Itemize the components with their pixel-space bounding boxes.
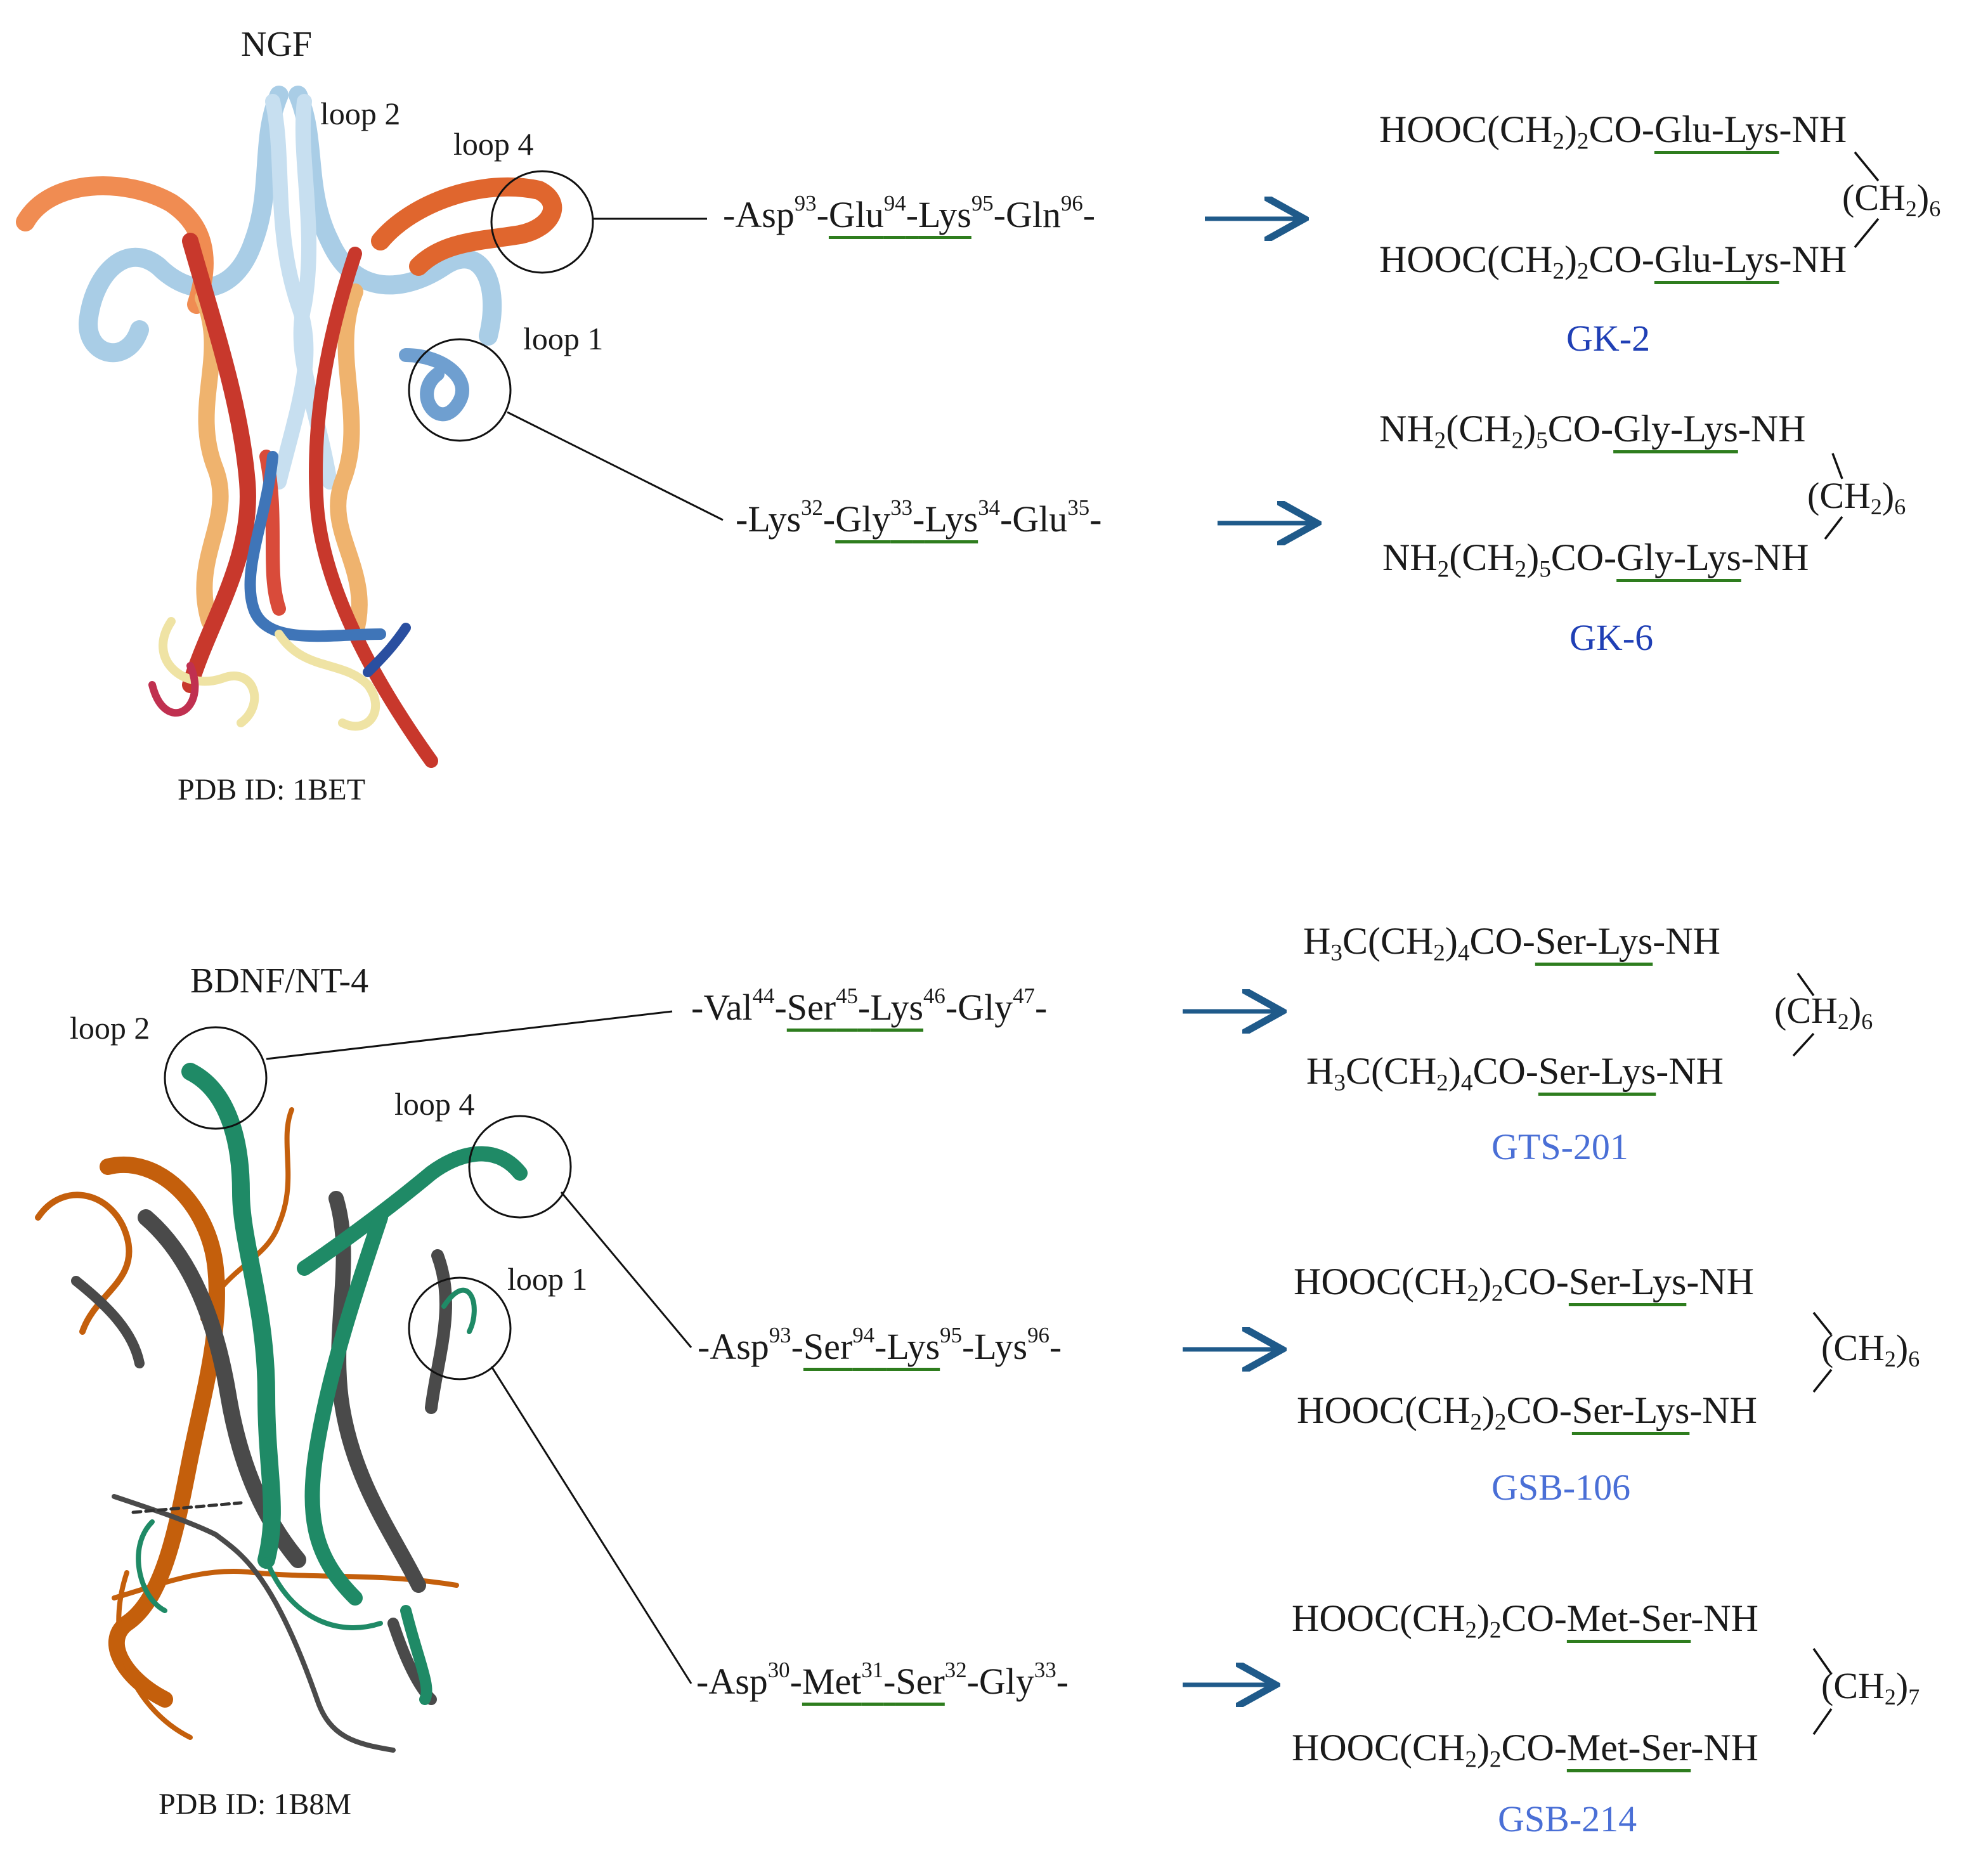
ngf-loop1-label: loop 1 xyxy=(523,321,604,356)
ngf-structure xyxy=(16,86,562,768)
ngf-loop1-circle xyxy=(408,338,512,442)
arrows xyxy=(1183,219,1313,1685)
gk6-linker: (CH2)6 xyxy=(1807,475,1906,520)
gsb106-formula-top: HOOC(CH2)2CO-Ser-Lys-NH xyxy=(1294,1261,1754,1307)
gk6-formula-bottom: NH2(CH2)5CO-Gly-Lys-NH xyxy=(1382,536,1809,583)
gsb214-linker: (CH2)7 xyxy=(1821,1665,1920,1710)
bdnf-loop4-label: loop 4 xyxy=(394,1086,475,1122)
bdnf-loop4-sequence: -Asp93-Ser94-Lys95-Lys96- xyxy=(698,1322,1062,1367)
ngf-loop4-circle xyxy=(490,170,594,274)
ngf-loop2-label: loop 2 xyxy=(320,96,401,131)
bdnf-loop1-label: loop 1 xyxy=(507,1261,588,1297)
gts201-formula-top: H3C(CH2)4CO-Ser-Lys-NH xyxy=(1303,920,1720,966)
gk6-formula-top: NH2(CH2)5CO-Gly-Lys-NH xyxy=(1379,408,1806,454)
linker-bonds xyxy=(1792,151,1880,1736)
gk2-linker: (CH2)6 xyxy=(1842,177,1941,222)
bdnf-loop2-label: loop 2 xyxy=(70,1010,150,1046)
gk2-formula-top: HOOC(CH2)2CO-Glu-Lys-NH xyxy=(1379,108,1847,155)
connector-lines xyxy=(266,217,724,1684)
ngf-loop4-label: loop 4 xyxy=(453,126,534,162)
gk2-formula-bottom: HOOC(CH2)2CO-Glu-Lys-NH xyxy=(1379,238,1847,285)
gsb106-formula-bottom: HOOC(CH2)2CO-Ser-Lys-NH xyxy=(1297,1389,1757,1436)
gsb214-formula-top: HOOC(CH2)2CO-Met-Ser-NH xyxy=(1292,1597,1758,1644)
ngf-loop4-sequence: -Asp93-Glu94-Lys95-Gln96- xyxy=(723,190,1096,235)
gsb106-linker: (CH2)6 xyxy=(1821,1327,1920,1372)
ngf-pdb-id: PDB ID: 1BET xyxy=(178,773,366,807)
gts201-linker: (CH2)6 xyxy=(1774,990,1873,1035)
gk2-name: GK-2 xyxy=(1566,318,1651,359)
gsb214-formula-bottom: HOOC(CH2)2CO-Met-Ser-NH xyxy=(1292,1727,1758,1773)
loop-circles xyxy=(164,170,594,1380)
bdnf-pdb-id: PDB ID: 1B8M xyxy=(159,1788,352,1821)
ngf-title: NGF xyxy=(241,25,313,64)
gts201-name: GTS-201 xyxy=(1491,1126,1628,1167)
gsb106-name: GSB-106 xyxy=(1491,1467,1631,1508)
bdnf-loop2-circle xyxy=(164,1026,268,1130)
bdnf-loop1-circle xyxy=(408,1276,512,1380)
gsb214-name: GSB-214 xyxy=(1498,1798,1637,1840)
bdnf-loop1-sequence: -Asp30-Met31-Ser32-Gly33- xyxy=(696,1657,1069,1702)
bdnf-loop4-circle xyxy=(468,1115,572,1219)
bdnf-structure xyxy=(35,1063,528,1753)
ngf-loop1-sequence: -Lys32-Gly33-Lys34-Glu35- xyxy=(736,495,1102,540)
gts201-formula-bottom: H3C(CH2)4CO-Ser-Lys-NH xyxy=(1306,1050,1724,1096)
bdnf-title: BDNF/NT-4 xyxy=(190,961,369,1001)
gk6-name: GK-6 xyxy=(1569,617,1654,658)
bdnf-loop2-sequence: -Val44-Ser45-Lys46-Gly47- xyxy=(691,983,1048,1028)
